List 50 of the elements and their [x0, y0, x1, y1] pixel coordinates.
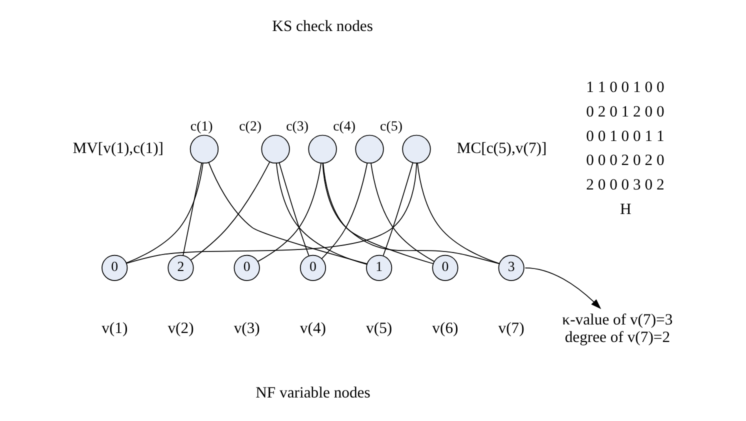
connector	[126, 162, 204, 264]
node-circle: 0	[102, 254, 128, 281]
node-label: c(5)	[380, 120, 402, 135]
connector	[182, 162, 202, 256]
node-text: κ-value of v(7)=3 degree of v(7)=2	[562, 311, 673, 346]
label: NF variable nodes	[256, 384, 370, 402]
node-circle	[355, 134, 384, 164]
node-label: v(1)	[102, 320, 128, 338]
label: 0 0 1 0 0 1 1	[586, 128, 664, 145]
node-circle	[308, 134, 337, 164]
node-circle	[402, 134, 431, 164]
arrow	[524, 267, 602, 310]
node-circle: 3	[498, 254, 524, 281]
label: H	[620, 200, 632, 218]
connector	[126, 162, 418, 264]
connector	[322, 162, 434, 264]
label: KS check nodes	[272, 18, 373, 36]
label: MC[c(5),v(7)]	[456, 140, 547, 157]
node-label: c(1)	[190, 120, 213, 135]
node-circle: 0	[234, 254, 260, 281]
node-label: v(4)	[300, 320, 326, 338]
node-label: c(2)	[239, 120, 262, 135]
node-circle	[190, 134, 219, 164]
connector	[417, 162, 500, 264]
node-label: v(7)	[498, 320, 524, 338]
label: 0 0 0 2 0 2 0	[586, 152, 664, 170]
connector	[370, 162, 434, 262]
label: 0 2 0 1 2 0 0	[586, 103, 664, 120]
node-circle: 1	[366, 254, 392, 281]
connector	[276, 162, 368, 265]
connector	[321, 162, 368, 260]
label: 2 0 0 0 3 0 2	[586, 176, 664, 194]
connector	[278, 162, 310, 256]
connector	[382, 162, 414, 256]
node-circle	[261, 134, 290, 164]
node-circle: 0	[432, 254, 458, 281]
node-label: v(5)	[366, 320, 392, 338]
node-label: c(4)	[333, 120, 356, 135]
node-label: v(3)	[234, 320, 260, 338]
node-label: v(2)	[168, 320, 194, 338]
connector	[258, 162, 322, 262]
label: MV[v(1),c(1)]	[72, 140, 164, 157]
node-circle: 0	[300, 254, 326, 281]
connector	[322, 162, 500, 264]
connector	[190, 162, 270, 260]
node-label: c(3)	[286, 120, 309, 135]
label: 1 1 0 0 1 0 0	[586, 79, 664, 96]
node-label: v(6)	[432, 320, 458, 338]
node-circle: 2	[168, 254, 194, 281]
connector	[208, 162, 368, 264]
